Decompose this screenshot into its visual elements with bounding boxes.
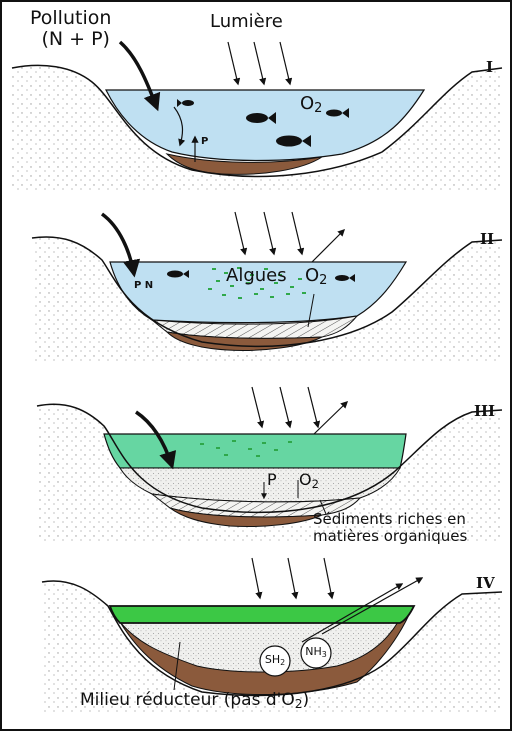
stage-2-light-arrow-3 [291,211,305,256]
nh3-bubble [300,637,332,669]
stage-4-light-arrow-2 [287,557,299,600]
fish-icon [167,270,189,278]
stage-1-o2-label: O2 [300,94,322,116]
stage-3-p-label: P [267,470,277,489]
stage-1-bank [11,64,503,178]
stage-2-bank [31,236,503,348]
sh-base: SH [264,653,281,666]
stage-4-gas-arrow-1 [301,583,404,643]
stage-3-light-arrow-2 [279,386,293,429]
algae-dots [200,440,292,457]
o2-subscript: 2 [314,101,323,117]
stage-1-sediment [165,153,323,175]
stage-3-light-arrow-1 [251,386,265,429]
stage-4-light-arrow-3 [323,557,335,600]
stage-2-water [109,261,408,324]
nh3-label: NH3 [301,645,331,659]
stage-2-pn-label: P N [134,280,154,291]
stage-2 [31,211,503,362]
stage-4-roman: IV [476,574,495,592]
fish-icon [276,135,311,147]
reducer-label: Milieu réducteur (pas d'O2) [80,691,309,712]
stage-3-soil [37,404,502,542]
stage-1-light-arrow-3 [279,41,293,86]
stage-3 [36,386,503,542]
o2-base: O [305,265,320,286]
stage-3-sediment-pointer [319,499,327,515]
fish-icon [177,99,194,107]
stage-2-soil [32,236,502,362]
sh-subscript: 2 [280,657,286,667]
stage-4-gas-arrow-2 [321,577,424,635]
stage-1-p-marker: P [201,136,209,147]
stage-4-bank [41,580,503,697]
light-label: Lumière [210,11,283,32]
stage-3-light-arrow-3 [307,386,321,429]
o2-subscript: 2 [311,476,319,491]
reducer-prefix: Milieu réducteur (pas d'O [80,690,295,710]
fish-icon [246,112,276,124]
sediment-label-line1: Sédiments riches en [313,510,466,528]
stage-4-pointer [173,641,181,691]
algae-dots [208,267,306,299]
stage-1-water [105,89,426,162]
stage-1-soil [12,65,502,192]
stage-3-water [103,433,407,469]
stage-3-roman: III [474,402,496,420]
stage-4-light-arrow-1 [251,557,263,600]
stage-1-light-arrow-1 [227,41,241,86]
stage-1-pollution-arrow [118,40,161,112]
stage-1-light-arrow-2 [253,41,267,86]
stage-1-roman: I [486,58,494,76]
fish-icon [326,108,349,118]
stage-4 [41,557,503,712]
o2-base: O [299,470,312,489]
stage-3-sediment [169,507,323,527]
sh2-bubble [259,645,291,677]
stage-3-bank [36,403,503,514]
stage-1-nutrient-down-arrow [173,106,186,147]
pollution-label: Pollution (N + P) [30,8,111,50]
nh-subscript: 3 [321,649,327,659]
o2-base: O [300,93,315,114]
stage-2-light-arrow-2 [263,211,277,256]
fish-icon [335,274,355,282]
reducer-suffix: ) [302,690,310,710]
stage-3-o2-label: O2 [299,471,319,491]
stage-2-settling-line [307,293,315,328]
stage-2-roman: II [480,230,495,248]
stage-3-o2-escape-arrow [313,400,349,435]
reducer-subscript: 2 [294,697,303,712]
stage-2-pollution-arrow [100,212,141,278]
stage-2-light-arrow-1 [234,211,248,256]
algae-label: Algues [226,265,287,286]
stage-4-soil [42,581,502,712]
sh2-label: SH2 [260,653,290,667]
nh-base: NH [305,645,322,658]
sediment-label-line2: matières organiques [313,526,468,545]
stage-3-pollution-arrow [135,410,177,470]
pollution-label-line1: Pollution [30,7,112,29]
o2-subscript: 2 [319,273,328,289]
sediment-label: Sédiments riches en matières organiques [313,511,467,544]
stage-1 [11,40,503,192]
stage-2-o2-label: O2 [305,266,327,288]
pollution-label-line2: (N + P) [41,27,110,50]
stage-4-algae-band [108,605,416,624]
stage-2-o2-escape-arrow [311,228,346,263]
